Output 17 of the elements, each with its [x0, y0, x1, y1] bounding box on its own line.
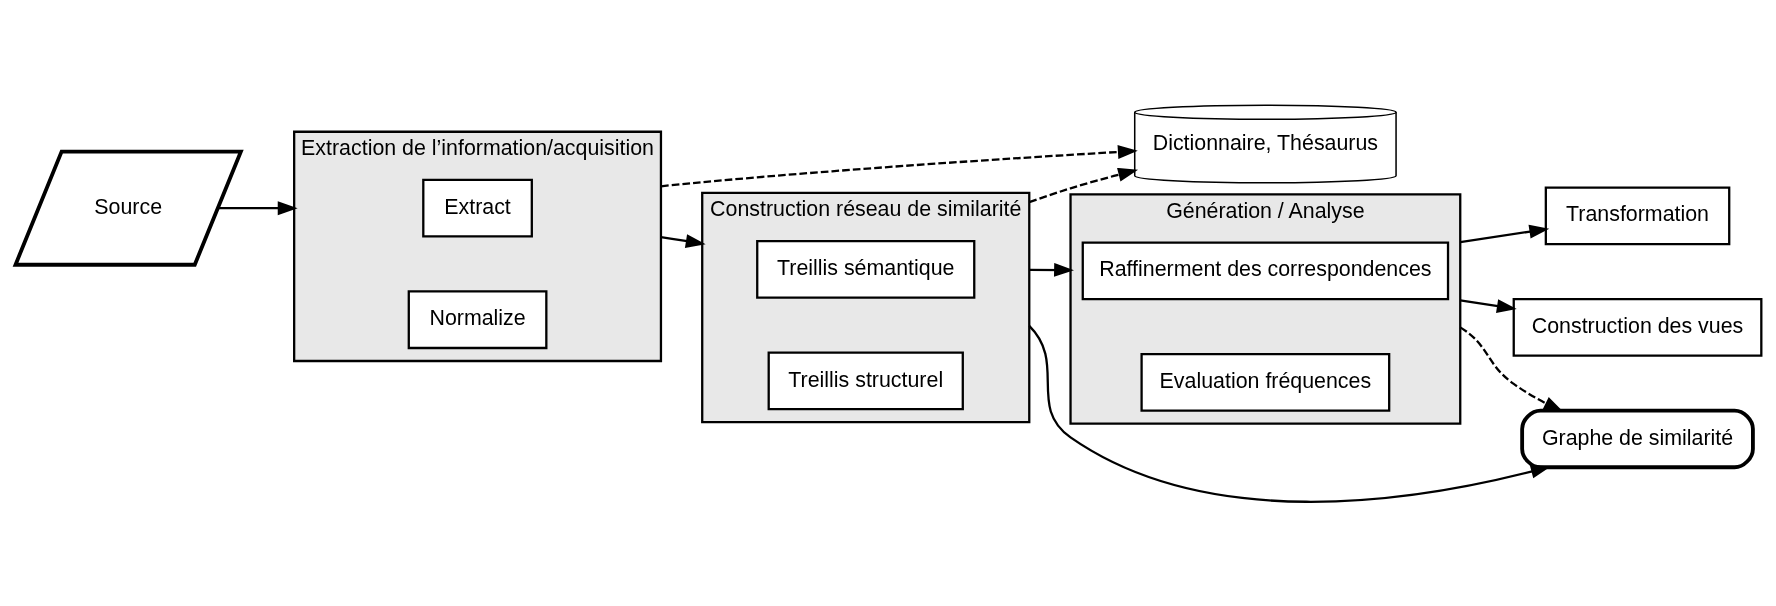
- arrow: [660, 144, 1138, 187]
- arrow: [1459, 298, 1517, 313]
- arrow: [660, 233, 706, 248]
- node-box: Extract: [421, 178, 533, 238]
- node-box: Normalize: [407, 289, 547, 349]
- node-box: Raffinerment des correspondences: [1081, 240, 1449, 300]
- node-box: Construction des vues: [1512, 297, 1762, 357]
- node-box: Graphe de similarité: [1519, 408, 1755, 469]
- node-box: Transformation: [1544, 185, 1730, 245]
- node-box: Treillis structurel: [767, 350, 964, 410]
- arrow: [1028, 167, 1138, 203]
- arrow: [217, 200, 298, 215]
- node-box: Treillis sémantique: [755, 239, 975, 299]
- arrow: [1459, 224, 1549, 243]
- node-box: Evaluation fréquences: [1139, 352, 1390, 412]
- arrow: [1459, 325, 1564, 412]
- arrow: [1028, 262, 1074, 277]
